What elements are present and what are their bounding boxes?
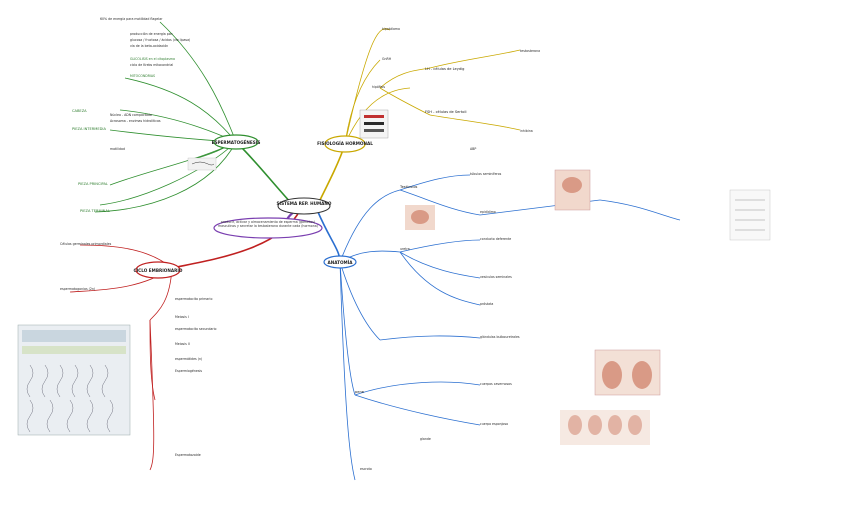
green-note: motilidad: [110, 147, 125, 151]
blue-note: pene: [355, 390, 365, 394]
blue-note: próstata: [480, 302, 493, 306]
red-notes: Células germinales primordiales espermat…: [60, 242, 217, 457]
yellow-notes: hipotálamo GnRH hipófisis LH - células d…: [372, 27, 540, 151]
red-note: Meiosis I: [175, 315, 189, 319]
blue-note: uretra: [400, 247, 410, 251]
green-note: vía de la beta-oxidación: [130, 44, 168, 48]
green-note: PIEZA TERMINAL: [80, 209, 110, 213]
blue-note: cuerpo esponjoso: [480, 422, 508, 426]
yellow-note: hipotálamo: [382, 27, 400, 31]
blue-note: Testículos: [399, 185, 418, 189]
red-note: Espermiogénesis: [175, 369, 202, 373]
green-note: Acrosoma - enzimas hidrolíticas: [110, 119, 161, 123]
blue-note: conducto deferente: [480, 237, 511, 241]
blue-notes: Testículos túbulos seminíferos epidídimo…: [355, 172, 520, 471]
blue-note: vesículas seminales: [480, 275, 512, 279]
fisiologia-node[interactable]: FISIOLOGÍA HORMONAL: [317, 135, 373, 153]
red-note: Espermatozoide: [175, 453, 201, 457]
yellow-note: testosterona: [520, 49, 540, 53]
yellow-note: hipófisis: [372, 85, 385, 89]
espermatogenesis-label: ESPERMATOGÉNESIS: [212, 140, 261, 145]
red-note: espermátides (n): [175, 357, 202, 361]
red-note: espermatocito secundario: [175, 327, 217, 331]
yellow-note: LH - células de Leydig: [425, 67, 464, 71]
blue-note: glande: [420, 437, 431, 441]
green-note: CABEZA: [72, 109, 87, 113]
green-note: 60% de energía para motilidad flagelar: [100, 17, 163, 21]
figure-image: [17, 324, 131, 436]
red-note: Células germinales primordiales: [60, 242, 112, 246]
green-note: MITOCONDRIAS: [130, 74, 155, 78]
green-note: GLICOLISIS en el citoplasma: [130, 57, 175, 61]
yellow-subbranches: [344, 28, 521, 145]
red-note: espermatogonias (2n): [60, 287, 95, 291]
green-note: glucosa / fructosa / ácidos (vía lipasa): [130, 38, 190, 42]
green-subbranches: [94, 21, 237, 213]
ciclo-node[interactable]: CICLO EMBRIONARIO: [134, 261, 183, 279]
green-note: producción de energía por:: [130, 32, 173, 36]
yellow-note: FSH - células de Sertoli: [425, 110, 466, 114]
funcion-label: producir, activar y almacenamiento de es…: [218, 220, 318, 228]
anatomy-image: [405, 169, 661, 445]
blue-note: túbulos seminíferos: [470, 172, 502, 176]
diagram-image: [187, 109, 771, 241]
yellow-note: GnRH: [382, 57, 392, 61]
blue-note: glándulas bulbouretrales: [480, 335, 520, 339]
red-note: Meiosis II: [175, 342, 190, 346]
green-note: PIEZA INTERMEDIA: [72, 127, 106, 131]
blue-note: escroto: [360, 467, 372, 471]
blue-note: cuerpos cavernosos: [480, 382, 512, 386]
central-node[interactable]: SISTEMA REP. HUMANO: [277, 197, 332, 215]
fisiologia-label: FISIOLOGÍA HORMONAL: [317, 141, 373, 146]
blue-note: epidídimo: [480, 210, 496, 214]
espermatogenesis-node[interactable]: ESPERMATOGÉNESIS: [212, 134, 261, 150]
yellow-note: inhibina: [520, 129, 533, 133]
ciclo-label: CICLO EMBRIONARIO: [134, 268, 183, 273]
yellow-note: ABP: [470, 147, 476, 151]
green-note: PIEZA PRINCIPAL: [78, 182, 108, 186]
red-note: espermatocito primario: [175, 297, 212, 301]
green-notes: 60% de energía para motilidad flagelar p…: [72, 17, 190, 213]
green-note: Núcleo - ADN compactado: [110, 113, 152, 117]
funcion-node[interactable]: producir, activar y almacenamiento de es…: [213, 217, 323, 239]
green-note: ciclo de Krebs mitocondrial: [130, 63, 173, 67]
anatomia-label: ANATOMÍA: [327, 260, 353, 265]
central-node-label: SISTEMA REP. HUMANO: [277, 201, 332, 206]
anatomia-node[interactable]: ANATOMÍA: [323, 255, 357, 269]
blue-subbranches: [339, 174, 681, 481]
